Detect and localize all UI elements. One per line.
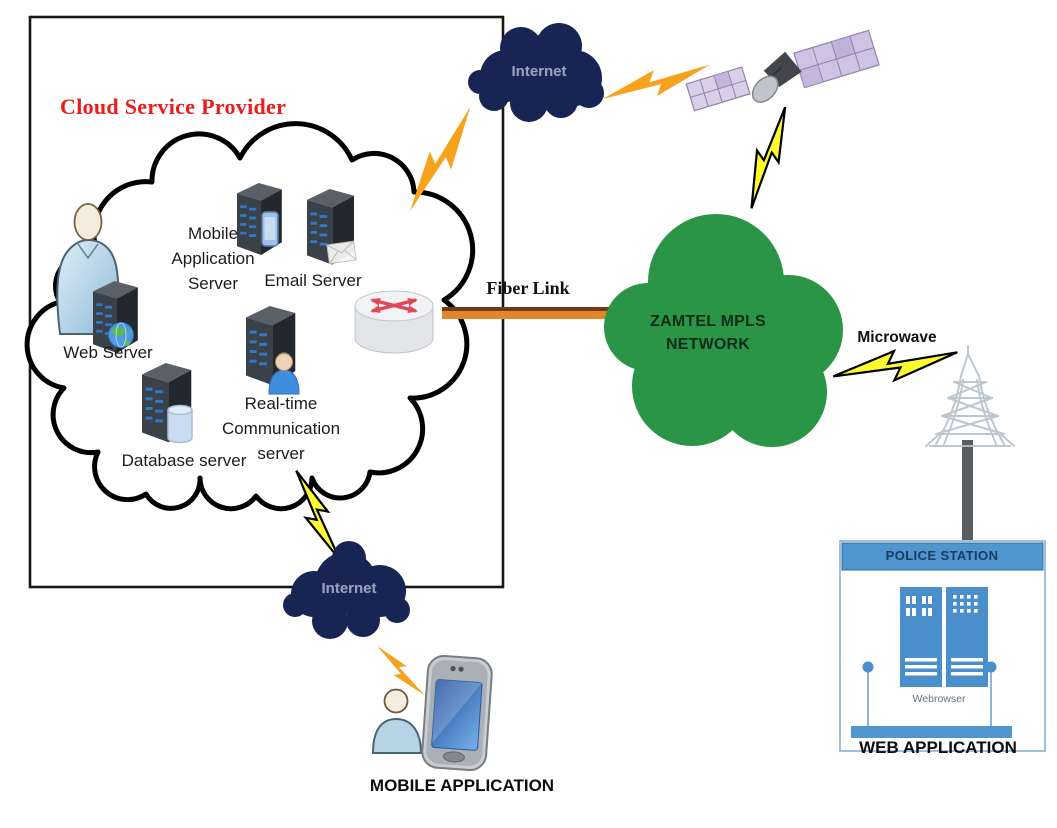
mobile-user-icon [371, 688, 423, 754]
label-line: server [257, 444, 305, 463]
provider-box-title: Cloud Service Provider [60, 94, 287, 119]
internet-cloud-bottom-label: Internet [321, 580, 377, 597]
label-line: ZAMTEL MPLS [650, 313, 766, 330]
cloud-service-provider-box [28, 15, 505, 589]
lightning-bolt-icon [733, 102, 802, 212]
police-station-box [839, 540, 1046, 752]
label-line: Communication [221, 419, 341, 438]
label-line: Mobile [187, 224, 239, 243]
internet-cloud-top-label: Internet [511, 63, 567, 80]
email-server-label: Email Server [264, 271, 362, 290]
satellite-icon [685, 29, 880, 112]
label-line: Server [187, 274, 239, 293]
fiber-link-label: Fiber Link [486, 278, 570, 298]
email-server-icon [307, 189, 357, 265]
smartphone-icon [261, 211, 279, 247]
internet-cloud-top-icon [468, 23, 604, 122]
label-line: Real-time [244, 394, 318, 413]
radio-tower-icon [925, 345, 1015, 447]
internet-cloud-bottom-icon [283, 541, 410, 639]
label-line: Application [171, 249, 255, 268]
realtime-server-label: Real-time Communication server [222, 391, 340, 466]
police-station-label: POLICE STATION [885, 548, 999, 563]
mobile-app-server-icon [237, 183, 282, 255]
web-server-label: Web Server [63, 343, 153, 362]
browser-window-icon [851, 587, 1012, 738]
database-server-icon [142, 363, 193, 444]
database-cylinder-icon [167, 404, 193, 444]
mpls-network-label: ZAMTEL MPLS NETWORK [650, 310, 766, 356]
realtime-server-icon [246, 306, 300, 395]
person-icon [268, 352, 300, 395]
fiber-link-line [442, 307, 637, 319]
globe-icon [108, 322, 134, 348]
web-server-icon [93, 281, 138, 353]
envelope-icon [326, 240, 357, 265]
mobile-app-server-label: Mobile Application Server [171, 221, 254, 296]
lightning-bolt-icon [830, 343, 961, 388]
mobile-application-label: MOBILE APPLICATION [369, 776, 555, 795]
database-server-label: Database server [121, 451, 247, 470]
smartphone-icon [421, 654, 493, 772]
router-icon [354, 290, 434, 354]
microwave-link-label: Microwave [857, 329, 937, 346]
web-application-label: WEB APPLICATION [859, 738, 1017, 757]
label-line: NETWORK [665, 336, 751, 353]
mpls-cloud-icon [604, 214, 843, 447]
mast-pole [962, 440, 973, 543]
web-browser-label: Webrowser [912, 693, 966, 705]
